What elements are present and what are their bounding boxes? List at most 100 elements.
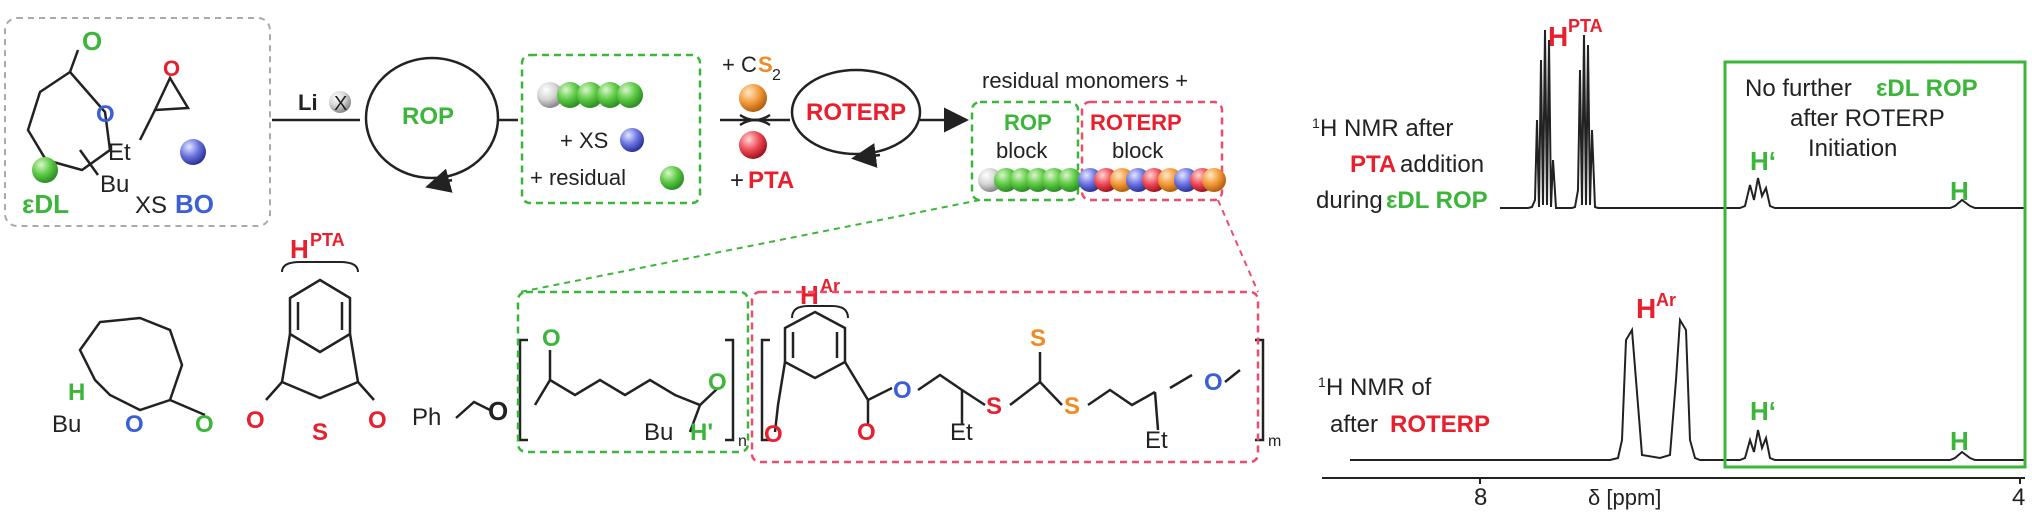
pta-plus-label: + xyxy=(730,167,744,194)
pta-h-sup: PTA xyxy=(310,230,345,250)
edl-structure xyxy=(26,49,112,176)
zoom-line-red xyxy=(1217,199,1259,293)
note-initiation: Initiation xyxy=(1808,135,1897,162)
no-rop-box xyxy=(1723,60,2027,469)
h-top-label: H xyxy=(1950,176,1969,206)
carbonyl-o-3: O xyxy=(857,419,876,446)
hpta-peak-label: H xyxy=(1548,21,1568,52)
h-prime-label: H' xyxy=(690,419,713,446)
edl-bu-label: Bu xyxy=(52,411,81,438)
pta-structure: H PTA O O S xyxy=(246,230,387,446)
edl-h-structure: H Bu O O xyxy=(52,316,214,438)
intermediate-box: + XS + residual xyxy=(520,53,702,205)
zoom-line-green xyxy=(519,199,981,293)
ph-label: Ph xyxy=(412,404,441,431)
nmr-bot-after: after xyxy=(1330,411,1378,438)
pta-sphere xyxy=(739,131,767,159)
har-label: H xyxy=(800,280,819,310)
spectrum-bottom xyxy=(1350,316,2025,461)
rop-cycle: Li X ROP xyxy=(272,56,518,193)
thio-s-2: S xyxy=(1030,325,1046,352)
edl-sphere xyxy=(32,157,58,183)
edl-carbonyl-o: O xyxy=(195,411,214,438)
roterp-block-top: ROTERP xyxy=(1090,110,1182,135)
cs2-plus-label: + C xyxy=(722,52,757,77)
roterp-cycle: ROTERP xyxy=(790,68,969,168)
edl-ring-o: O xyxy=(125,411,144,438)
m-sub: m xyxy=(1268,433,1281,450)
pta-s-label: S xyxy=(312,419,328,446)
edl-h-label: H xyxy=(68,379,85,406)
copolymer-chain xyxy=(978,168,1226,192)
nmr-top-during: during xyxy=(1316,187,1383,214)
nmr-top-sup: 1 xyxy=(1312,115,1320,131)
x-label: X xyxy=(334,93,347,115)
cs2-sphere xyxy=(739,84,767,112)
nmr-top-pta: PTA xyxy=(1350,151,1396,178)
bo-label: BO xyxy=(175,189,214,219)
nmr-bot-sup: 1 xyxy=(1318,374,1326,390)
cs2-s-label: S xyxy=(758,52,773,77)
bo-sphere xyxy=(180,139,206,165)
mix-xs-label: + XS xyxy=(560,128,608,153)
ether-o-2: O xyxy=(1204,369,1223,396)
mix-residual-label: + residual xyxy=(530,165,626,190)
note-edl-rop: εDL ROP xyxy=(1876,75,1978,102)
product: residual monomers + ROP block ROTERP blo… xyxy=(970,68,1226,202)
reagent-addition: + C S 2 + PTA xyxy=(720,52,794,194)
carbonyl-o-1: O xyxy=(542,325,561,352)
rop-label: ROP xyxy=(402,103,454,130)
roterp-label: ROTERP xyxy=(806,99,906,126)
carbonyl-o-label: O xyxy=(82,26,102,56)
nmr-bot-line1: H NMR of xyxy=(1326,374,1432,401)
monomer-box: O O Bu εDL O Et XS BO xyxy=(4,17,271,227)
hpta-peak-sup: PTA xyxy=(1568,16,1603,36)
nmr-panel: 1 H NMR after PTA addition during εDL RO… xyxy=(1312,16,2027,511)
tick-4: 4 xyxy=(2012,484,2025,511)
edl-label: εDL xyxy=(22,189,69,219)
carbonyl-o-2: O xyxy=(764,421,783,448)
note-no-further: No further xyxy=(1745,75,1852,102)
cs2-sub-label: 2 xyxy=(772,67,781,84)
nmr-top-line1: H NMR after xyxy=(1320,115,1453,142)
pta-o-left: O xyxy=(246,407,265,434)
note-after-roterp: after ROTERP xyxy=(1790,105,1945,132)
pta-h-label: H xyxy=(290,234,309,264)
har-peak-sup: Ar xyxy=(1656,290,1676,310)
thio-s-3: S xyxy=(1064,393,1080,420)
polymer-structure: Ph O O O xyxy=(412,276,1281,464)
mix-edl-sphere xyxy=(660,166,684,190)
mix-bo-sphere xyxy=(620,128,644,152)
har-peak-label: H xyxy=(1636,293,1656,324)
lix-sphere xyxy=(329,91,351,113)
tick-8: 8 xyxy=(1474,484,1487,511)
xs-label: XS xyxy=(135,192,167,219)
thio-s-1: S xyxy=(986,393,1002,420)
ester-o-label: O xyxy=(488,396,508,426)
roterp-block-bottom: block xyxy=(1112,138,1164,163)
bu2-label: Bu xyxy=(644,419,673,446)
hprime-bot-label: H‘ xyxy=(1750,396,1776,426)
hprime-top-label: H‘ xyxy=(1750,146,1776,176)
n-sub: n xyxy=(738,433,747,450)
rop-block-top: ROP xyxy=(1004,110,1052,135)
et1-label: Et xyxy=(950,419,973,446)
et2-label: Et xyxy=(1145,427,1168,454)
residual-monomers-label: residual monomers + xyxy=(982,68,1188,93)
nmr-bot-roterp: ROTERP xyxy=(1390,411,1490,438)
spectrum-top xyxy=(1500,29,2025,209)
et-label: Et xyxy=(108,139,131,166)
ester-o-2: O xyxy=(708,369,727,396)
ring-o-label: O xyxy=(96,101,115,128)
ether-o-1: O xyxy=(893,377,912,404)
h-bot-label: H xyxy=(1950,426,1969,456)
li-label: Li xyxy=(298,90,318,115)
axis-label: δ [ppm] xyxy=(1588,485,1661,510)
bu-label: Bu xyxy=(100,171,129,198)
pta-o-right: O xyxy=(368,407,387,434)
epoxide-o-label: O xyxy=(163,56,180,81)
pta-label: PTA xyxy=(748,167,794,194)
nmr-top-addition: addition xyxy=(1400,151,1484,178)
rop-block-bottom: block xyxy=(996,138,1048,163)
bo-structure xyxy=(138,75,191,141)
